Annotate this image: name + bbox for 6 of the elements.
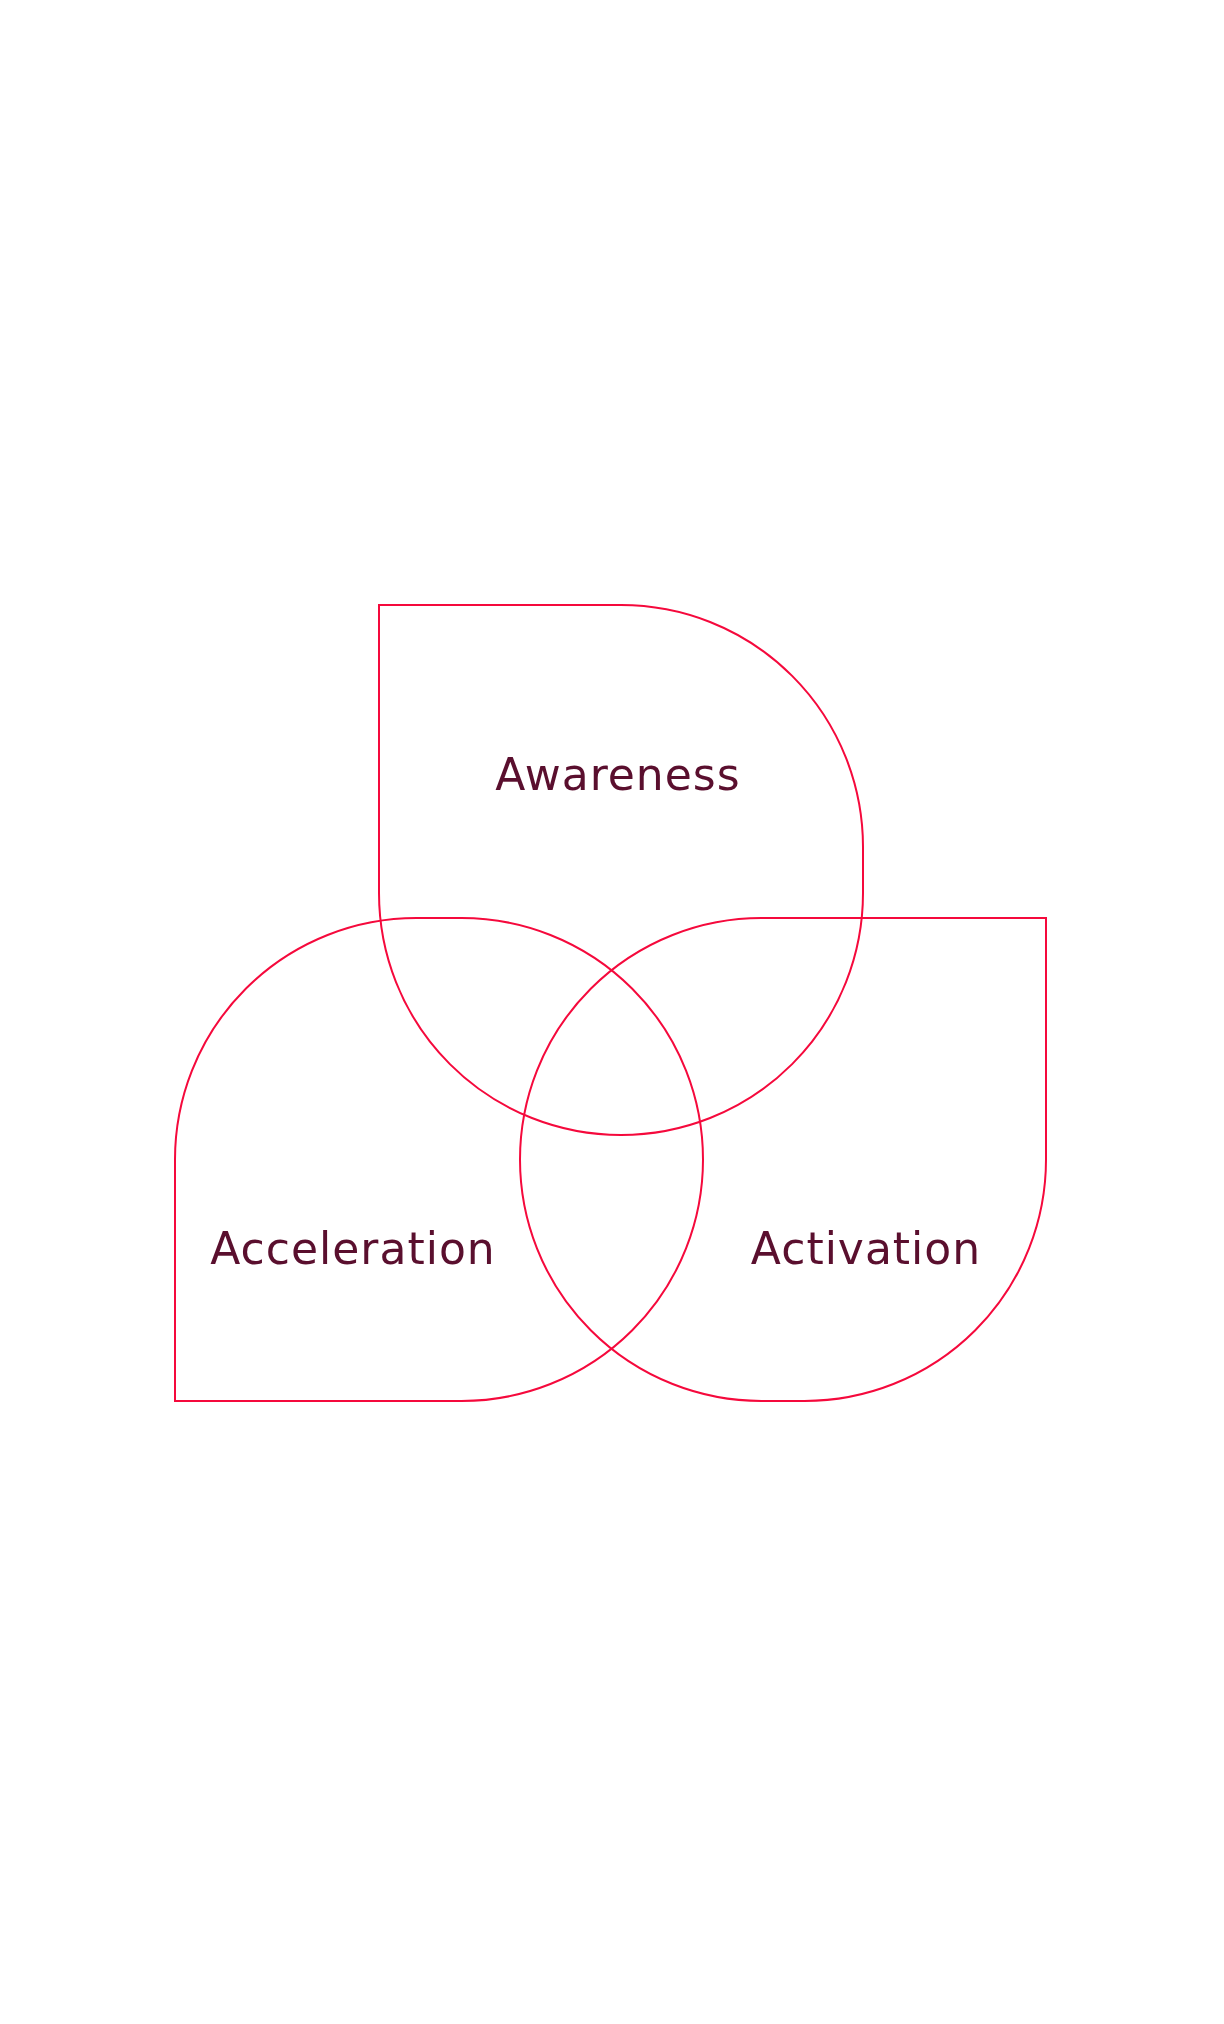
node-label: Acceleration	[210, 1222, 496, 1274]
petal-shape	[378, 604, 864, 1136]
petal-shape	[519, 917, 1047, 1402]
node-label: Awareness	[495, 748, 741, 800]
node-label: Activation	[750, 1222, 982, 1274]
petal-shape	[174, 917, 704, 1402]
